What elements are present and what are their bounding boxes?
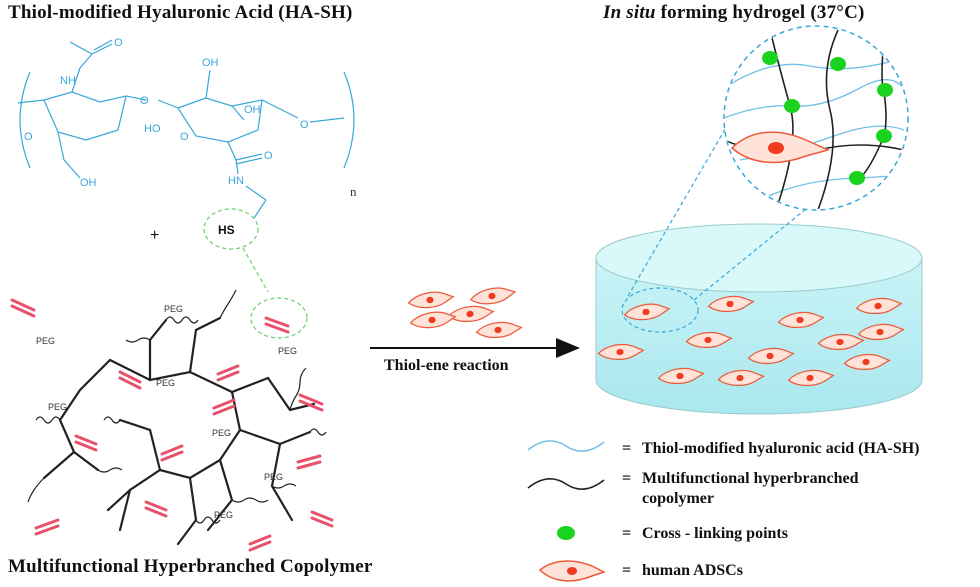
cell-icon	[857, 323, 905, 341]
ha-sh-molecule	[17, 39, 355, 219]
legend-copolymer: Multifunctional hyperbranched	[642, 470, 859, 487]
cell-icon	[538, 560, 606, 582]
cell-icon	[447, 305, 495, 323]
peg-labels: PEG PEG PEG PEG PEG PEG PEG PEG	[36, 304, 297, 520]
atom-o-chain: O	[300, 119, 309, 131]
right-bracket	[343, 71, 355, 169]
title-hydrogel-italic: In situ	[603, 2, 656, 23]
cell-icon	[409, 311, 457, 329]
repeat-n: n	[350, 184, 357, 199]
hs-label: HS	[218, 223, 235, 237]
ha-sh-atom-labels: NH O O OH OH HO O O O OH O HN n	[24, 37, 357, 199]
legend-eq-2: =	[622, 470, 632, 487]
dashed-connector	[242, 247, 269, 293]
title-copolymer: Multifunctional Hyperbranched Copolymer	[8, 556, 373, 577]
atom-ho: HO	[144, 123, 161, 135]
legend-ha-sh: Thiol-modified hyaluronic acid (HA-SH)	[642, 440, 920, 457]
atom-nh: NH	[60, 75, 76, 87]
zoom-region-circle	[621, 287, 699, 333]
cell-icon	[717, 369, 765, 387]
atom-o-ring2: O	[180, 131, 189, 143]
cell-icon	[787, 369, 835, 387]
legend-eq-1: =	[622, 440, 632, 457]
peg-chains	[27, 289, 327, 524]
dark-line-icon	[527, 478, 605, 490]
reaction-label: Thiol-ene reaction	[384, 357, 509, 374]
peg-label: PEG	[264, 472, 283, 482]
peg-label: PEG	[164, 304, 183, 314]
cell-icon	[597, 343, 645, 361]
atom-oh-top: OH	[202, 57, 219, 69]
peg-label: PEG	[212, 428, 231, 438]
plus-sign: +	[150, 227, 159, 244]
cell-icon	[855, 297, 903, 315]
legend-crosslink: Cross - linking points	[642, 525, 788, 542]
legend-eq-4: =	[622, 562, 632, 579]
inset-cell	[730, 131, 831, 164]
title-ha-sh: Thiol-modified Hyaluronic Acid (HA-SH)	[8, 2, 353, 23]
cell-icon	[747, 347, 795, 365]
hs-dashed-circle	[203, 208, 259, 250]
cell-icon	[407, 291, 455, 309]
atom-hn: HN	[228, 175, 244, 187]
zoom-line-left	[627, 99, 743, 297]
hyperbranched-copolymer	[42, 316, 316, 546]
cell-icon	[657, 367, 705, 385]
thiol-ene-site-circle	[250, 297, 308, 339]
peg-label: PEG	[48, 402, 67, 412]
peg-label: PEG	[278, 346, 297, 356]
atom-oh-right: OH	[244, 104, 261, 116]
zoom-inset	[723, 25, 909, 211]
atom-o-ring1: O	[24, 131, 33, 143]
cell-icon	[469, 287, 517, 305]
legend-cells: human ADSCs	[642, 562, 743, 579]
cell-icon	[623, 303, 671, 321]
peg-label: PEG	[36, 336, 55, 346]
cell-icon	[777, 311, 825, 329]
atom-oh-bottom: OH	[80, 177, 97, 189]
hydrogel-top-surface	[595, 223, 923, 293]
peg-label: PEG	[214, 510, 233, 520]
crosslink-points	[762, 51, 893, 185]
title-hydrogel-rest: forming hydrogel (37°C)	[655, 2, 865, 23]
cell-icon	[685, 331, 733, 349]
atom-o-carbonyl: O	[114, 37, 123, 49]
cell-icon	[475, 321, 523, 339]
peg-label: PEG	[156, 378, 175, 388]
green-dot-icon	[557, 526, 575, 540]
hydrogel-cells	[597, 295, 905, 387]
legend-icons	[527, 440, 606, 582]
legend-copolymer-line2: copolymer	[642, 490, 714, 507]
cell-icon	[707, 295, 755, 313]
left-bracket	[19, 71, 31, 169]
legend-eq-3: =	[622, 525, 632, 542]
thiol-ene-end-groups	[10, 298, 334, 552]
cell-icon	[817, 333, 865, 351]
atom-o-amide: O	[264, 150, 273, 162]
light-blue-line-icon	[527, 440, 605, 452]
atom-o-glycosidic: O	[140, 95, 149, 107]
free-cells	[407, 287, 523, 339]
title-hydrogel: In situ forming hydrogel (37°C)	[603, 2, 865, 24]
cell-icon	[843, 353, 891, 371]
